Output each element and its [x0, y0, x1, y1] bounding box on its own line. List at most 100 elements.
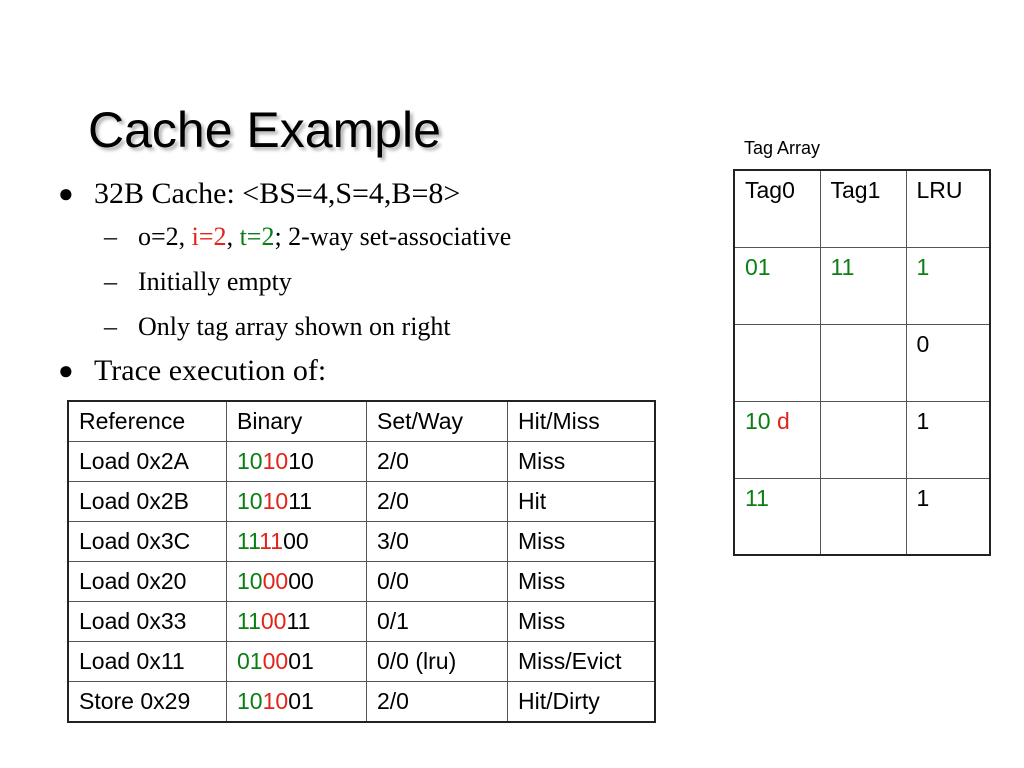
sub-bullet-empty: – Initially empty — [104, 259, 511, 304]
trace-table: Reference Binary Set/Way Hit/Miss Load 0… — [67, 400, 656, 723]
binary-index-bits: 11 — [259, 528, 284, 554]
bullet-trace: ● Trace execution of: — [58, 353, 511, 389]
bullet-line: ● Trace execution of: — [58, 353, 511, 389]
hit-miss-cell: Hit/Dirty — [507, 681, 656, 723]
binary-offset-bits: 11 — [286, 608, 311, 634]
hit-miss-cell: Miss — [507, 441, 656, 482]
tag-array-row: 0 — [733, 323, 991, 402]
bullet-line: ● 32B Cache: <BS=4,S=4,B=8> — [58, 176, 511, 212]
header-hit-miss: Hit/Miss — [507, 400, 656, 442]
binary-tag-bits: 11 — [237, 528, 260, 554]
tag0-cell: 10 d — [733, 400, 821, 479]
lru-value: 1 — [916, 407, 930, 434]
header-lru: LRU — [905, 169, 991, 248]
binary-cell: 110011 — [226, 601, 367, 642]
trace-header-row: Reference Binary Set/Way Hit/Miss — [67, 400, 656, 442]
header-tag0: Tag0 — [733, 169, 821, 248]
hit-miss-cell: Miss/Evict — [507, 641, 656, 682]
binary-cell: 101001 — [226, 681, 367, 723]
tag-array-caption: Tag Array — [744, 138, 821, 158]
reference-cell: Load 0x2A — [67, 441, 227, 482]
binary-tag-bits: 10 — [237, 448, 263, 474]
slide-title: Cache Example — [88, 102, 441, 158]
binary-index-bits: 00 — [262, 568, 289, 594]
set-way-cell: 0/0 (lru) — [366, 641, 508, 682]
binary-index-bits: 10 — [262, 448, 289, 474]
sub-bullet-text: Initially empty — [138, 267, 292, 296]
lru-cell: 0 — [905, 323, 991, 402]
bullet-cache-config: ● 32B Cache: <BS=4,S=4,B=8> – o=2, i=2, … — [58, 176, 511, 349]
binary-tag-bits: 10 — [237, 568, 263, 594]
reference-cell: Load 0x3C — [67, 521, 227, 562]
tag0-value: 10 — [745, 407, 771, 434]
tag0-value: 01 — [745, 253, 771, 280]
tag1-cell — [819, 323, 907, 402]
binary-offset-bits: 11 — [288, 488, 313, 514]
index-bits-label: i=2 — [191, 222, 227, 251]
header-reference: Reference — [67, 400, 227, 442]
bullet-dot-icon: ● — [58, 356, 74, 385]
binary-offset-bits: 01 — [288, 648, 314, 674]
binary-cell: 111100 — [226, 521, 367, 562]
binary-offset-bits: 00 — [283, 528, 309, 554]
binary-offset-bits: 01 — [288, 688, 314, 714]
set-way-cell: 0/0 — [366, 561, 508, 602]
trace-table-body: Reference Binary Set/Way Hit/Miss Load 0… — [67, 400, 656, 723]
binary-cell: 101011 — [226, 481, 367, 522]
dash-icon: – — [104, 222, 117, 251]
tag1-cell: 11 — [819, 246, 907, 325]
hit-miss-cell: Miss — [507, 561, 656, 602]
sub-bullet-text: Only tag array shown on right — [138, 312, 451, 341]
tag-bits-label: t=2 — [239, 222, 275, 251]
header-set-way: Set/Way — [366, 400, 508, 442]
binary-tag-bits: 10 — [237, 488, 263, 514]
tag1-cell — [819, 400, 907, 479]
lru-value: 0 — [916, 330, 930, 357]
sub-bullet-part: , — [226, 222, 240, 251]
binary-cell: 101010 — [226, 441, 367, 482]
sub-bullet-part: o=2, — [138, 222, 192, 251]
tag-header-row: Tag0 Tag1 LRU — [733, 169, 991, 248]
lru-value: 1 — [916, 484, 930, 511]
sub-bullet-tag-array: – Only tag array shown on right — [104, 304, 511, 349]
reference-cell: Store 0x29 — [67, 681, 227, 723]
sub-bullet-params: – o=2, i=2, t=2; 2-way set-associative — [104, 214, 511, 259]
bullet-dot-icon: ● — [58, 179, 74, 208]
lru-cell: 1 — [905, 246, 991, 325]
set-way-cell: 2/0 — [366, 481, 508, 522]
bullet-text: Trace execution of: — [94, 354, 327, 387]
binary-cell: 100000 — [226, 561, 367, 602]
binary-tag-bits: 01 — [237, 648, 263, 674]
header-tag1: Tag1 — [819, 169, 907, 248]
header-binary: Binary — [226, 400, 367, 442]
tag1-cell — [819, 477, 907, 556]
binary-cell: 010001 — [226, 641, 367, 682]
tag0-cell — [733, 323, 821, 402]
reference-cell: Load 0x20 — [67, 561, 227, 602]
binary-offset-bits: 00 — [288, 568, 314, 594]
binary-tag-bits: 11 — [237, 608, 261, 634]
binary-index-bits: 10 — [262, 688, 289, 714]
binary-index-bits: 00 — [260, 608, 287, 634]
reference-cell: Load 0x2B — [67, 481, 227, 522]
bullet-list: ● 32B Cache: <BS=4,S=4,B=8> – o=2, i=2, … — [58, 176, 511, 389]
lru-cell: 1 — [905, 400, 991, 479]
hit-miss-cell: Miss — [507, 601, 656, 642]
lru-cell: 1 — [905, 477, 991, 556]
reference-cell: Load 0x11 — [67, 641, 227, 682]
binary-tag-bits: 10 — [237, 688, 263, 714]
set-way-cell: 2/0 — [366, 441, 508, 482]
set-way-cell: 3/0 — [366, 521, 508, 562]
reference-cell: Load 0x33 — [67, 601, 227, 642]
sub-bullet-part: ; 2-way set-associative — [274, 222, 512, 251]
